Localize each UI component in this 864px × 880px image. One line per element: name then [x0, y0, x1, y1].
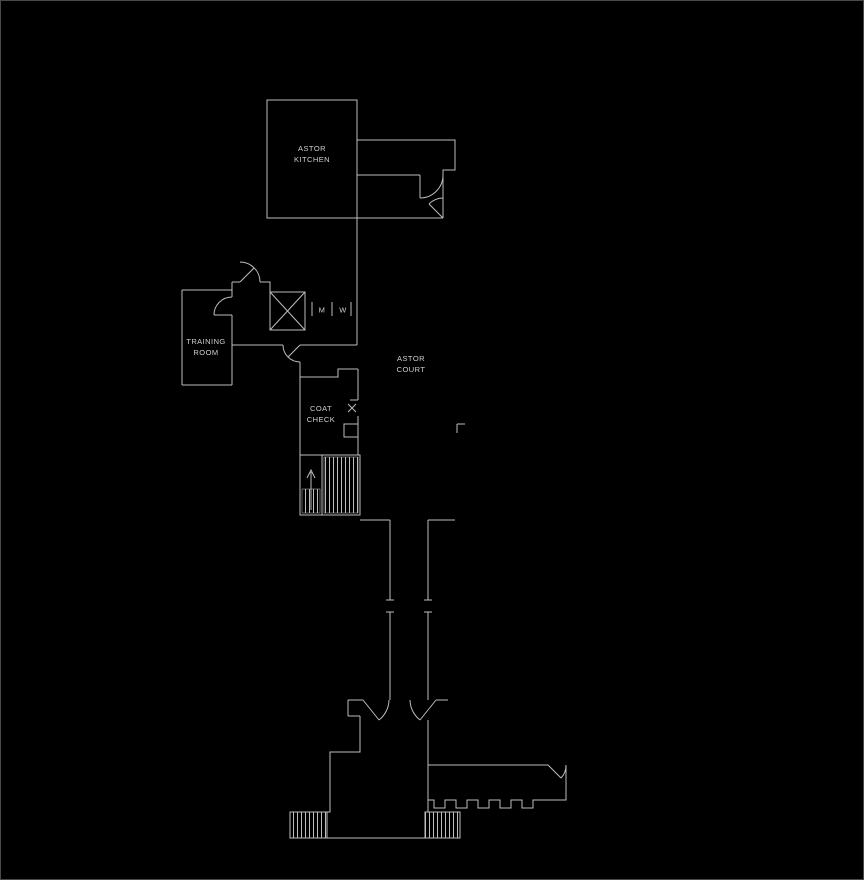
stairs-hatching [289, 456, 461, 839]
door-arc-6 [347, 699, 390, 721]
door-arc-2 [428, 197, 444, 219]
restroom-partition-ticks [311, 302, 352, 316]
coat-check-walls [299, 362, 359, 455]
astor-kitchen-label: ASTOR KITCHEN [293, 143, 331, 164]
womens-room-label: W [339, 305, 347, 315]
training-room-walls [181, 282, 233, 386]
column-bracket [456, 423, 465, 433]
crenellated-wall [428, 799, 545, 809]
walls-group [181, 99, 567, 839]
door-arc-7 [409, 699, 448, 721]
training-room-label: TRAINING ROOM [186, 336, 226, 357]
elevator-lobby-wall [232, 281, 271, 292]
door-arc-1 [419, 174, 444, 199]
door-arc-5 [213, 296, 233, 316]
lobby-walls [290, 716, 567, 839]
door-arc-3 [239, 261, 261, 283]
astor-court-label: ASTOR COURT [396, 353, 426, 374]
door-arc-4 [282, 344, 301, 363]
coat-check-label: COAT CHECK [306, 403, 336, 424]
kitchen-annex-walls [356, 139, 456, 345]
door-arc-8 [547, 764, 567, 779]
elevator-icon [269, 291, 306, 331]
mens-room-label: M [318, 305, 326, 315]
corridor-walls [360, 519, 455, 700]
